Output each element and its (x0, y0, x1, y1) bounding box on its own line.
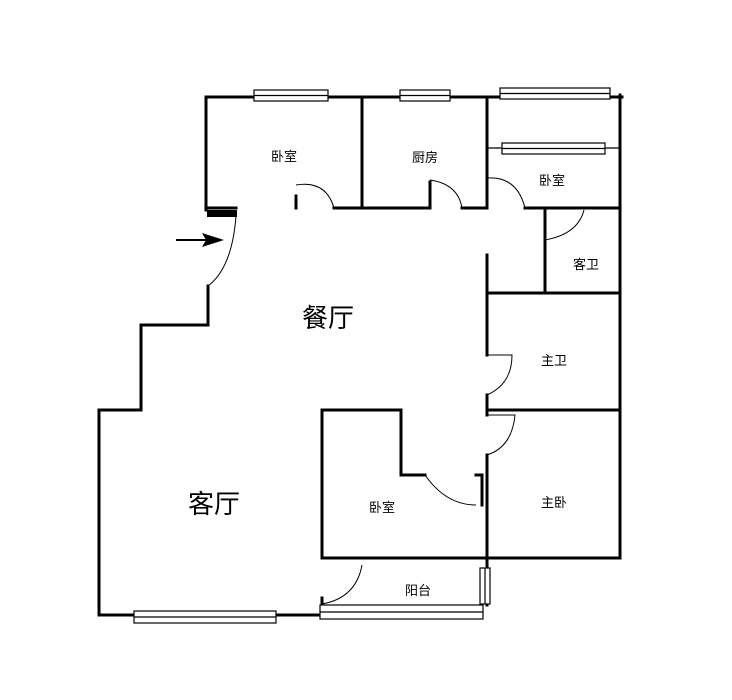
label-living: 客厅 (188, 490, 240, 520)
label-bedroom-south: 卧室 (369, 500, 395, 516)
windows (133, 87, 611, 624)
label-master-bedroom: 主卧 (541, 496, 567, 511)
label-bedroom-ne: 卧室 (539, 173, 565, 189)
label-master-bath: 主卫 (541, 354, 567, 369)
label-kitchen: 厨房 (412, 150, 438, 166)
label-dining: 餐厅 (302, 304, 354, 334)
label-guest-bath: 客卫 (573, 257, 599, 273)
doors (207, 177, 585, 605)
entrance-arrow-icon (176, 233, 224, 247)
label-bedroom-nw: 卧室 (271, 149, 297, 165)
label-balcony: 阳台 (405, 584, 431, 599)
